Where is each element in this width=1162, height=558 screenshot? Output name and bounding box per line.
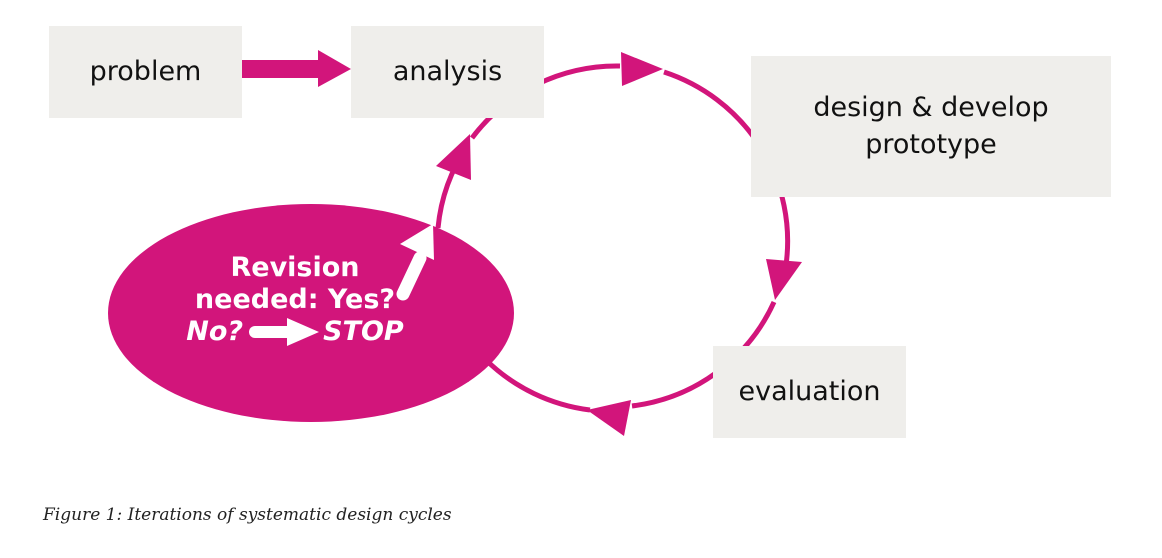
decision-line2: needed: Yes? xyxy=(194,284,396,315)
no-label: No? xyxy=(186,316,244,347)
node-evaluation-label: evaluation xyxy=(738,375,881,407)
node-design-label-line1: design & develop xyxy=(813,92,1049,124)
node-design-develop-prototype: design & develop prototype xyxy=(751,56,1111,197)
arrowhead-right xyxy=(766,259,802,300)
figure-caption: Figure 1: Iterations of systematic desig… xyxy=(43,505,452,525)
problem-to-analysis-arrow xyxy=(242,50,351,87)
arc-bottom-to-ellipse xyxy=(484,358,591,413)
node-problem-label: problem xyxy=(89,55,202,87)
node-analysis: analysis xyxy=(351,26,544,118)
arrowhead-left xyxy=(436,134,471,180)
node-problem: problem xyxy=(49,26,242,118)
arrowhead-bottom xyxy=(587,400,631,436)
node-evaluation: evaluation xyxy=(713,346,906,438)
yes-arrow xyxy=(396,224,434,301)
revision-decision-ellipse xyxy=(108,204,514,422)
decision-stop-line: No? STOP xyxy=(150,316,440,348)
node-design-label-line2: prototype xyxy=(865,128,997,160)
stop-label: STOP xyxy=(323,316,404,347)
decision-line1: Revision xyxy=(230,252,360,283)
arrowhead-top xyxy=(621,52,663,86)
node-analysis-label: analysis xyxy=(392,55,503,87)
stop-arrow-icon xyxy=(249,318,320,346)
decision-text: Revision needed: Yes? No? STOP xyxy=(150,252,440,348)
